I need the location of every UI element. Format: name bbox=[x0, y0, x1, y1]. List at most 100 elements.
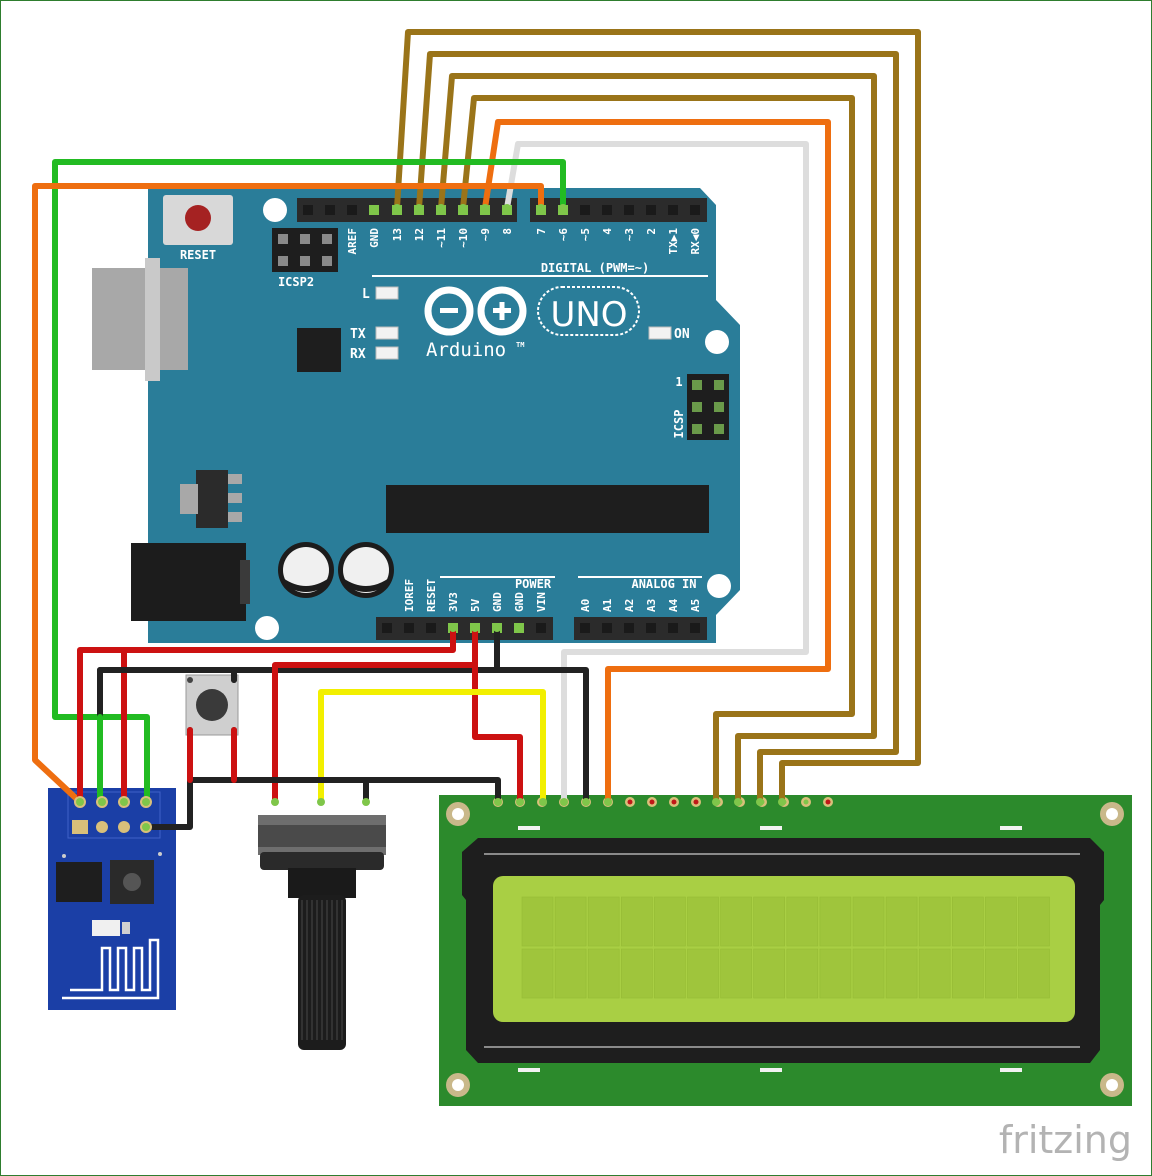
push-button bbox=[185, 674, 239, 736]
lcd-edge-mark bbox=[760, 826, 782, 830]
wire-end bbox=[271, 798, 279, 806]
header-pin bbox=[624, 623, 634, 633]
led-l bbox=[375, 286, 399, 300]
lcd-16x2-module bbox=[439, 795, 1132, 1106]
lcd-cell bbox=[985, 896, 1017, 947]
wire bbox=[187, 777, 501, 805]
wire bbox=[77, 625, 456, 805]
mounting-hole bbox=[705, 330, 729, 354]
lcd-pin-hole bbox=[649, 799, 655, 805]
esp-dot bbox=[62, 854, 66, 858]
wire-end bbox=[734, 798, 742, 806]
logo-ring-right bbox=[477, 286, 527, 336]
lcd-cell bbox=[620, 948, 653, 999]
icsp2-pin bbox=[278, 256, 288, 266]
wire bbox=[504, 141, 809, 805]
led-rx bbox=[375, 346, 399, 360]
digital-pin-label: GND bbox=[368, 228, 381, 248]
wire-end bbox=[142, 798, 150, 806]
analog-pin-label: A1 bbox=[601, 598, 614, 612]
icsp-pin bbox=[714, 402, 724, 412]
reset-label: RESET bbox=[180, 248, 216, 262]
digital-pin-label: AREF bbox=[346, 228, 359, 255]
header-pin bbox=[602, 205, 612, 215]
icsp-label: ICSP bbox=[672, 410, 686, 439]
push-button-cap bbox=[196, 689, 228, 721]
header-pin bbox=[303, 205, 313, 215]
wire bbox=[97, 667, 237, 683]
lcd-edge-mark bbox=[760, 1068, 782, 1072]
lcd-cell bbox=[819, 948, 852, 999]
icsp-pins bbox=[692, 380, 724, 434]
esp-flash-chip bbox=[56, 862, 102, 902]
wire-end bbox=[493, 624, 501, 632]
digital-pin-label: 12 bbox=[413, 228, 426, 241]
lcd-hole-inner bbox=[1106, 1079, 1118, 1091]
analog-pin-label: A0 bbox=[579, 599, 592, 612]
usb-connector-rim bbox=[145, 258, 160, 381]
lcd-cell bbox=[786, 948, 819, 999]
header-pin bbox=[624, 205, 634, 215]
icsp2-label: ICSP2 bbox=[278, 275, 314, 289]
lcd-edge-mark bbox=[518, 1068, 540, 1072]
wire bbox=[272, 625, 478, 805]
wire-end bbox=[393, 204, 401, 212]
icsp-pin bbox=[692, 380, 702, 390]
wire-end bbox=[537, 204, 545, 212]
wire-end bbox=[604, 798, 612, 806]
icsp2-pin bbox=[300, 256, 310, 266]
led-tx bbox=[375, 326, 399, 340]
wire-end bbox=[471, 624, 479, 632]
icsp2-pin bbox=[300, 234, 310, 244]
wires bbox=[32, 29, 921, 830]
lcd-cell bbox=[753, 948, 786, 999]
header-pin bbox=[347, 205, 357, 215]
wire-end bbox=[362, 798, 370, 806]
logo-minus bbox=[440, 308, 458, 313]
voltage-regulator bbox=[196, 470, 228, 528]
lcd-pin-hole bbox=[627, 799, 633, 805]
wire bbox=[32, 183, 544, 805]
wire bbox=[394, 29, 921, 805]
lcd-pin-hole bbox=[803, 799, 809, 805]
wire bbox=[460, 95, 855, 805]
wire-end bbox=[778, 798, 786, 806]
header-pin bbox=[404, 623, 414, 633]
esp-antenna bbox=[62, 938, 160, 1000]
analog-pin-label: A4 bbox=[667, 598, 680, 612]
wire-end bbox=[481, 204, 489, 212]
wire-end bbox=[503, 204, 511, 212]
header-pin bbox=[690, 623, 700, 633]
digital-pin-label: 8 bbox=[501, 228, 514, 235]
icsp2-pin bbox=[322, 234, 332, 244]
icsp-pin bbox=[714, 424, 724, 434]
logo-ring-left bbox=[424, 286, 474, 336]
header-pin bbox=[580, 623, 590, 633]
wire-end bbox=[415, 204, 423, 212]
lcd-cell bbox=[654, 948, 686, 999]
lcd-cell bbox=[521, 896, 554, 947]
digital-pin-label: ~10 bbox=[457, 228, 470, 248]
dc-jack bbox=[131, 543, 246, 621]
regulator-tab bbox=[180, 484, 198, 514]
icsp-pin bbox=[714, 380, 724, 390]
header-pin bbox=[668, 623, 678, 633]
lcd-cell bbox=[819, 896, 852, 947]
logo-plus-v bbox=[499, 302, 505, 320]
lcd-cell bbox=[720, 948, 752, 999]
wire-end bbox=[449, 624, 457, 632]
lcd-pin-hole bbox=[671, 799, 677, 805]
analog-pin-label: A3 bbox=[645, 599, 658, 612]
wire bbox=[52, 159, 566, 805]
digital-pin-label: 7 bbox=[535, 228, 548, 235]
wire-end bbox=[76, 798, 84, 806]
lcd-hole-inner bbox=[1106, 808, 1118, 820]
lcd-edge-mark bbox=[518, 826, 540, 830]
regulator-pin bbox=[228, 474, 242, 484]
icsp2-pins bbox=[278, 234, 332, 266]
wire-end bbox=[515, 624, 523, 632]
lcd-cell bbox=[852, 896, 885, 947]
lcd-cell bbox=[587, 896, 620, 947]
